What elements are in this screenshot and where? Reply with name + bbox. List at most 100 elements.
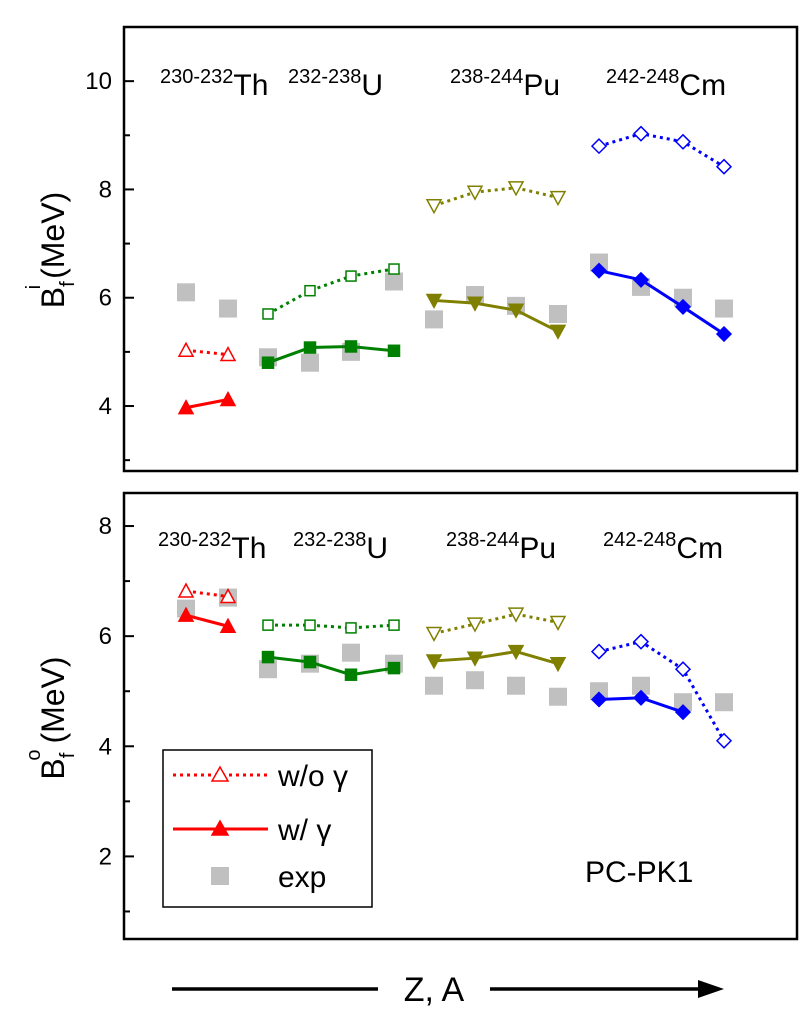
bottom-w-point <box>177 606 195 622</box>
top-exp-point <box>674 288 692 307</box>
bottom-wo-point <box>632 633 650 650</box>
bottom-wo-point <box>674 661 692 678</box>
top-wo-point <box>590 138 608 155</box>
top-label-u: 232-238U <box>288 66 383 102</box>
bottom-wo-point <box>388 619 400 631</box>
top-label-cm: 242-248Cm <box>606 66 726 102</box>
top-exp-point <box>715 299 733 318</box>
bottom-wo-point <box>466 617 484 633</box>
legend-entry-wo: w/o γ <box>173 760 348 793</box>
bottom-exp-point <box>466 671 484 690</box>
top-w-point <box>632 271 650 288</box>
top-w-point <box>387 344 401 358</box>
x-axis-title: Z, A <box>404 971 465 1009</box>
top-w-point <box>674 298 692 315</box>
top-label-th: 230-232Th <box>160 66 268 102</box>
model-label: PC-PK1 <box>585 856 693 889</box>
top-series-wo <box>262 263 400 320</box>
top-wo-point <box>345 270 357 282</box>
legend-exp-marker <box>211 867 229 885</box>
legend-wo-label: w/o γ <box>277 760 348 793</box>
top-series-w-line <box>267 344 395 365</box>
bottom-series-wo <box>177 582 237 604</box>
bottom-series-wo <box>590 633 733 749</box>
bottom-exp-point <box>507 676 525 695</box>
top-series-wo-line <box>185 348 229 357</box>
bottom-series-exp <box>259 643 403 679</box>
bottom-w-point <box>261 650 275 664</box>
top-wo-point <box>219 346 237 362</box>
bottom-series-wo-line <box>185 589 229 599</box>
bottom-series-wo-line <box>598 640 726 742</box>
top-exp-point <box>590 253 608 272</box>
top-w-point <box>261 356 275 369</box>
bottom-w-point <box>344 668 358 681</box>
bottom-w-point <box>632 689 650 706</box>
x-arrow-head <box>698 980 724 998</box>
top-w-point <box>507 303 525 319</box>
bottom-series-wo-line <box>268 623 395 630</box>
bottom-label-th: 230-232Th <box>158 529 266 565</box>
bottom-exp-point <box>632 676 650 695</box>
top-series-w <box>261 340 401 369</box>
top-y-tick-label: 8 <box>99 176 112 203</box>
bottom-w-point <box>674 704 692 721</box>
bottom-wo-point <box>549 615 567 631</box>
top-w-point <box>344 340 358 353</box>
bottom-y-tick-label: 8 <box>99 513 112 540</box>
top-wo-point <box>715 158 733 175</box>
top-label-pu: 238-244Pu <box>450 66 560 102</box>
top-series-w <box>590 262 733 343</box>
bottom-exp-point <box>259 660 277 679</box>
legend: w/o γ w/ γ exp <box>162 749 373 908</box>
top-series-w-line <box>185 398 229 410</box>
legend-entry-w: w/ γ <box>173 814 331 847</box>
bottom-w-point <box>466 651 484 667</box>
top-series-wo-line <box>433 186 559 208</box>
bottom-series-w-line <box>433 650 559 666</box>
bottom-wo-point <box>715 732 733 749</box>
bottom-exp-point <box>342 643 360 662</box>
top-exp-point <box>425 310 443 329</box>
top-series-wo-line <box>598 132 725 168</box>
legend-wo-marker <box>210 765 230 782</box>
bottom-wo-point <box>425 626 443 642</box>
bottom-series-w <box>261 650 401 681</box>
legend-w-label: w/ γ <box>277 814 331 847</box>
bottom-exp-point <box>590 682 608 701</box>
bottom-series-exp <box>590 676 733 712</box>
bottom-series-layer <box>177 582 733 749</box>
bottom-w-point <box>507 644 525 661</box>
bottom-series-wo <box>262 619 400 634</box>
legend-exp-label: exp <box>278 861 326 894</box>
bottom-wo-point <box>345 622 357 634</box>
top-series-wo-line <box>267 267 395 316</box>
top-w-point <box>303 341 317 354</box>
top-series-w <box>425 293 567 340</box>
bottom-exp-point <box>549 687 567 706</box>
top-series-wo <box>425 181 567 215</box>
bottom-exp-point <box>715 693 733 712</box>
bottom-y-tick-label: 6 <box>99 623 112 650</box>
top-exp-point <box>219 299 237 318</box>
top-panel-frame <box>122 25 799 473</box>
bottom-y-tick-label: 4 <box>99 733 112 760</box>
top-exp-point <box>301 353 319 372</box>
bottom-wo-point <box>590 643 608 660</box>
top-series-exp <box>590 253 733 318</box>
bottom-series-w <box>177 606 237 633</box>
top-y-tick-label: 10 <box>85 68 112 95</box>
bottom-wo-point <box>304 619 316 631</box>
bottom-series-w-line <box>267 655 395 677</box>
bottom-w-point <box>387 661 401 675</box>
top-series-layer <box>177 125 733 415</box>
top-w-point <box>466 296 484 312</box>
legend-entry-exp: exp <box>211 861 326 894</box>
top-w-point <box>715 325 733 343</box>
top-wo-point <box>304 284 316 297</box>
top-w-point <box>549 324 567 340</box>
top-wo-point <box>466 185 484 201</box>
bottom-series-w <box>425 644 567 673</box>
bottom-w-point <box>303 655 317 669</box>
